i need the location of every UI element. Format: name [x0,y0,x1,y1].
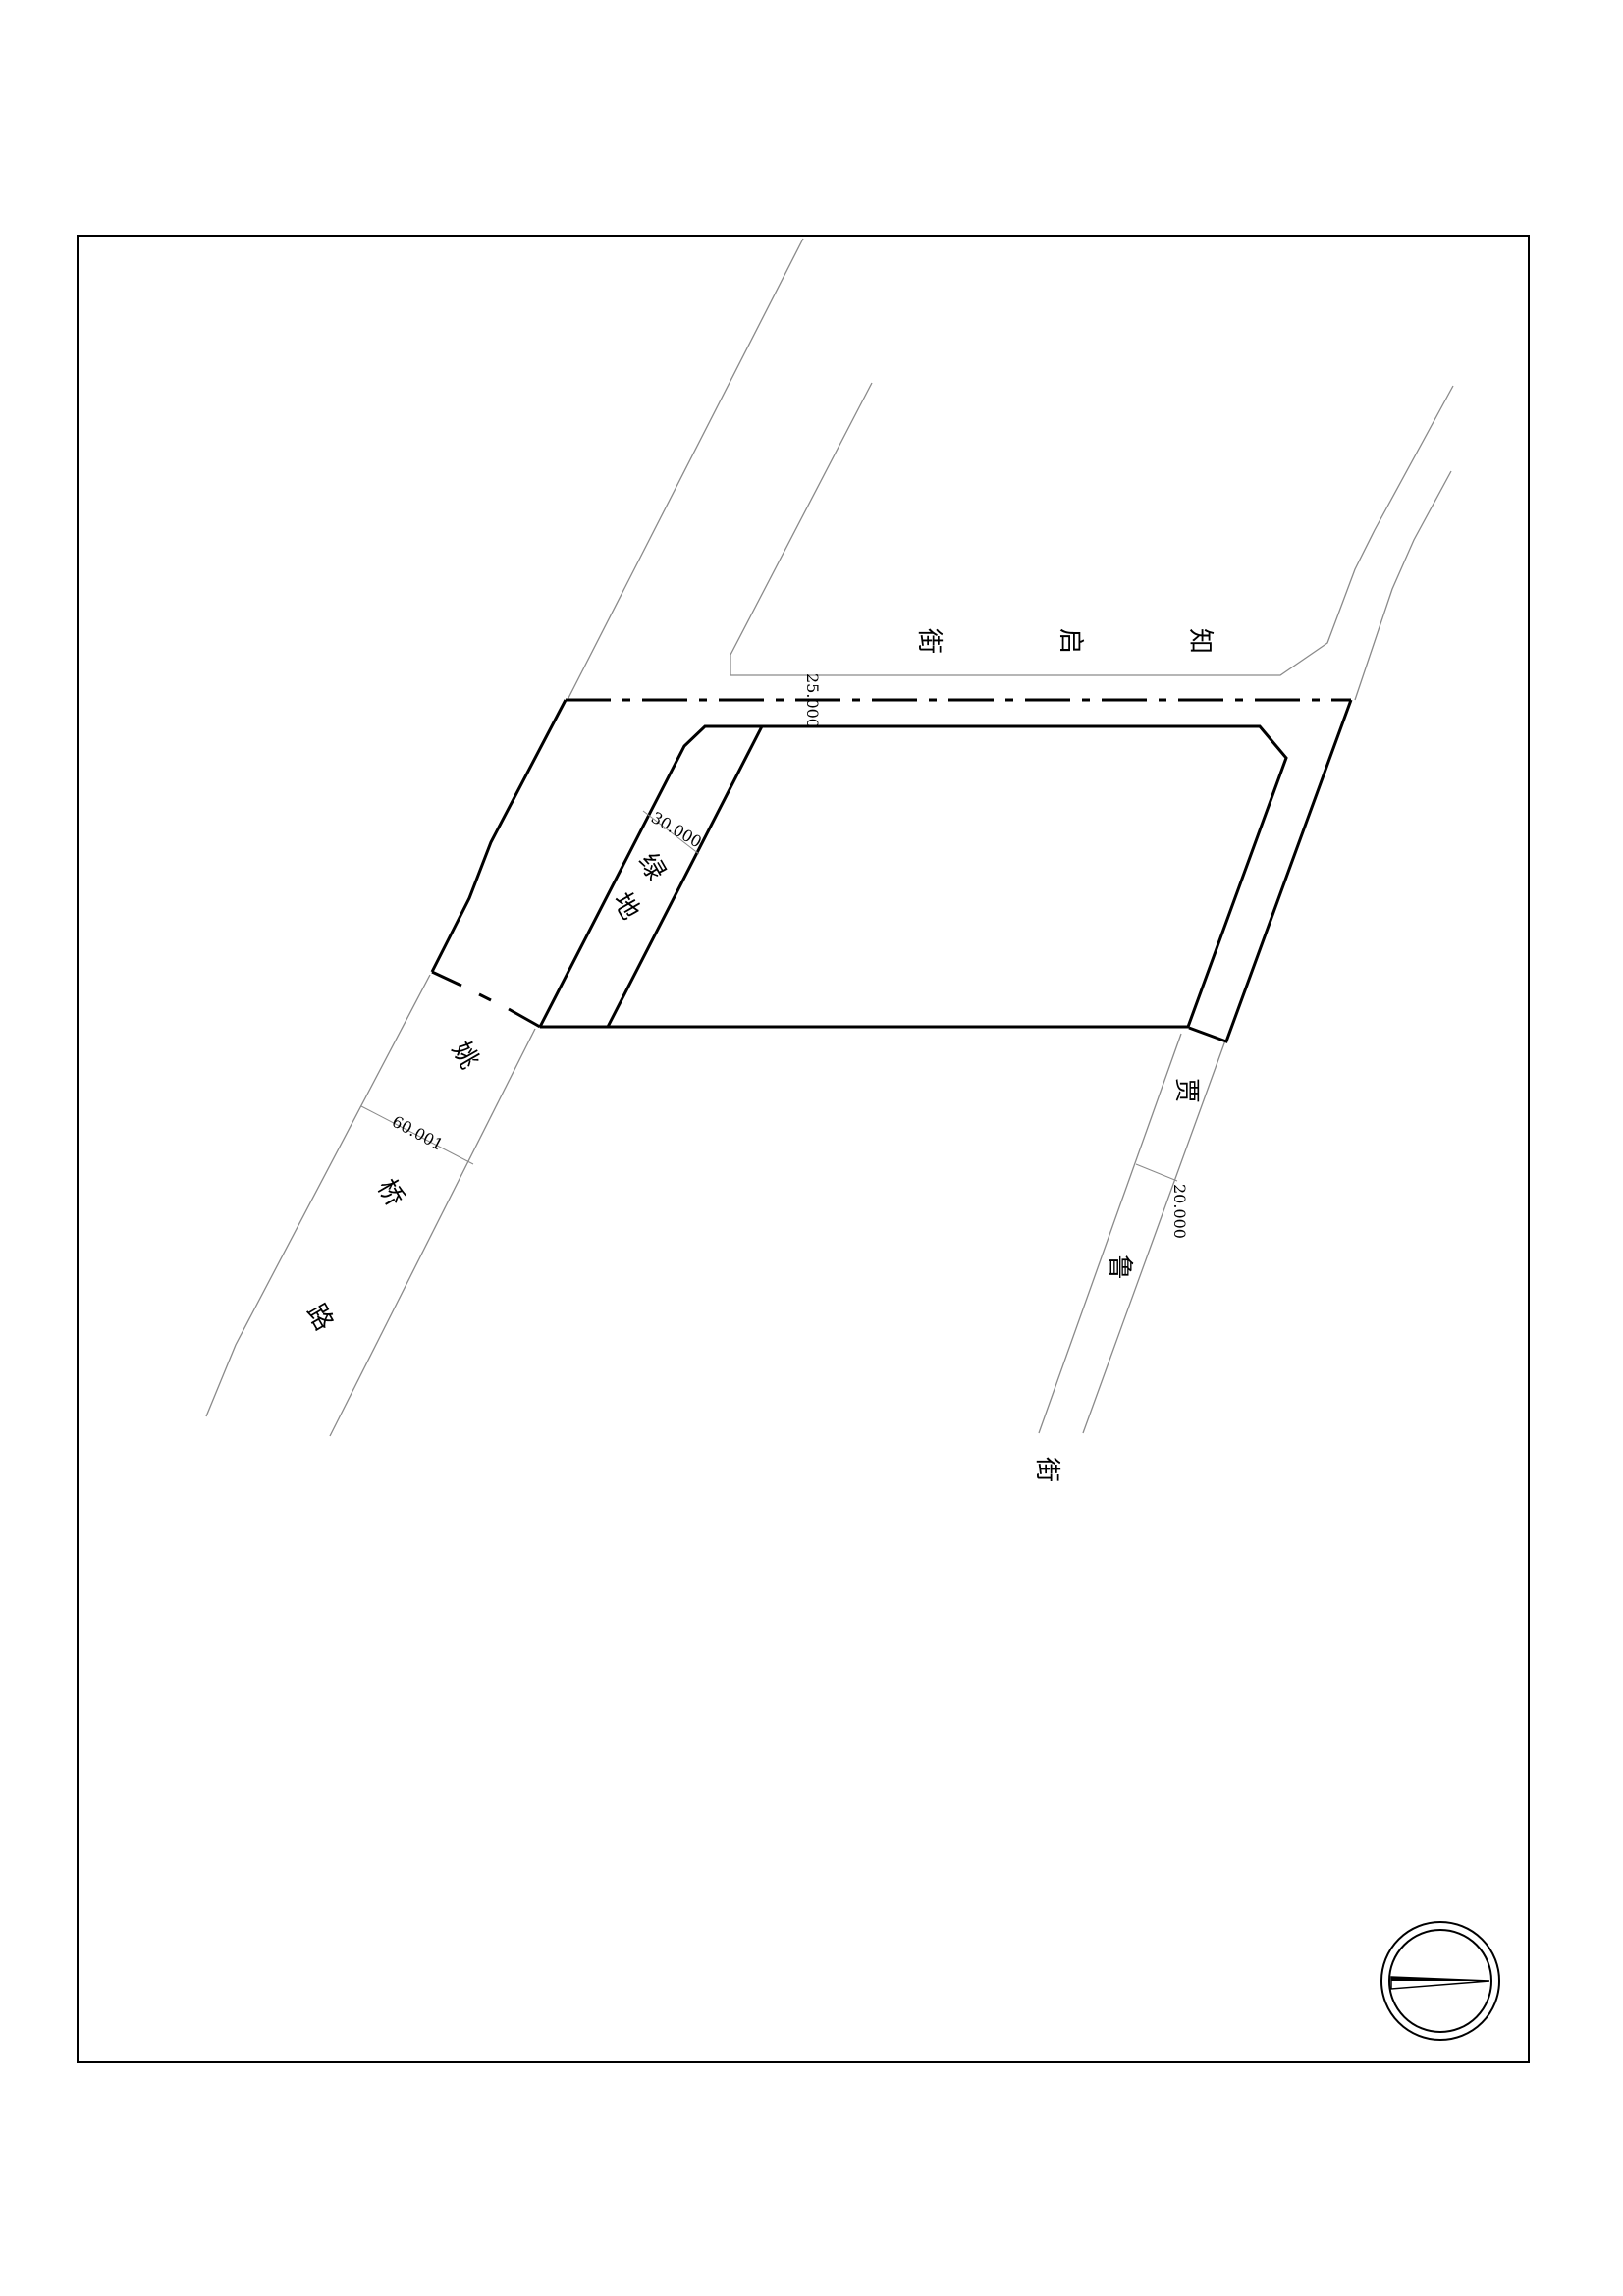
yaoqiao-road-south-edge-a [205,974,431,1417]
jialu-street-char-3: 街 [1032,1457,1061,1482]
yaoqiao-road-char-3: 路 [300,1300,339,1337]
yaoqiao-road-char-2: 桥 [371,1175,409,1212]
jialu-street-east-edge [1082,1040,1226,1434]
north-arrow-icon [1380,1921,1500,2041]
green-belt-char-1: 绿 [632,849,671,886]
zhiqi-width-label: 25.000 [803,673,822,728]
yaoqiao-road-south-edge-b [329,1028,536,1437]
green-belt-char-2: 地 [607,888,645,926]
zhiqi-street-block-edge [730,382,1454,676]
drawing-frame [77,235,1530,2063]
green-width-label: 30.000 [648,808,705,851]
yaoqiao-width-dimline [360,1105,474,1165]
jialu-street-char-1: 贾 [1171,1078,1201,1103]
jialu-width-dimline [1135,1163,1178,1182]
parcel-west-dash-2 [478,992,492,1002]
parcel-west-line [538,724,1288,1028]
parcel-west-dash-1 [431,970,462,988]
jialu-street-west-edge [1038,1033,1182,1434]
zhiqi-street-east-edge [1354,470,1452,701]
zhiqi-street-char-2: 启 [1055,628,1085,654]
yaoqiao-road-west-edge [567,238,804,701]
yaoqiao-width-label: 60.001 [389,1112,446,1154]
parcel-west-dash-3 [508,1007,541,1029]
zhiqi-street-char-3: 街 [914,628,944,654]
parcel-boundary-east [1188,699,1353,1043]
jialu-street-char-2: 鲁 [1105,1255,1134,1280]
yaoqiao-road-char-1: 姚 [446,1038,484,1075]
green-width-dimline [642,810,700,855]
zhiqi-street-char-1: 知 [1185,628,1215,654]
green-belt-divider [606,725,764,1028]
parcel-boundary [430,699,568,973]
jialu-width-label: 20.000 [1170,1184,1189,1239]
